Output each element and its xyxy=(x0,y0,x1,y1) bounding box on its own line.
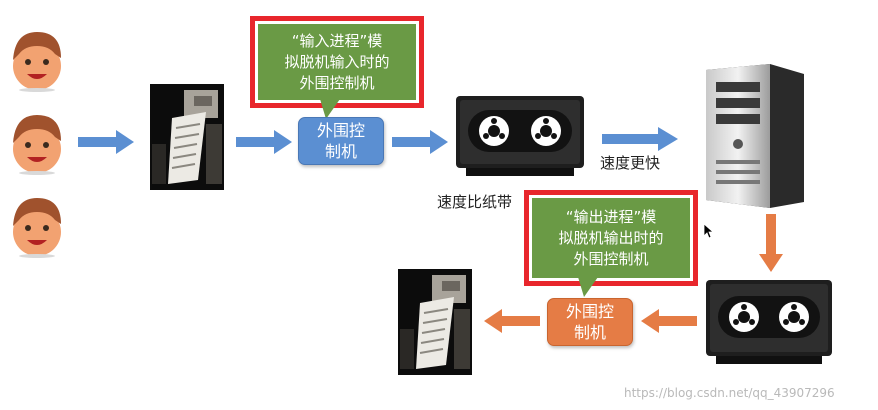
arrow-left-icon xyxy=(484,309,540,333)
arrow-right-icon xyxy=(236,130,292,154)
user-face-icon xyxy=(9,190,65,258)
faster-label: 速度更快 xyxy=(600,154,661,172)
arrow-down-icon xyxy=(759,214,783,272)
callout-line: 外围控制机 xyxy=(573,249,649,268)
controller-label: 外围控制机 xyxy=(316,121,365,161)
input-peripheral-controller: 外围控制机 xyxy=(298,117,384,165)
mouse-cursor-icon xyxy=(704,224,714,238)
speed-comparison-label: 速度比纸带 xyxy=(437,193,513,211)
output-process-callout: “输出进程”模 拟脱机输出时的 外围控制机 xyxy=(524,190,698,286)
arrow-right-icon xyxy=(392,130,448,154)
watermark-text: https://blog.csdn.net/qq_43907296 xyxy=(624,386,835,400)
arrow-right-icon xyxy=(602,127,678,151)
callout-line: “输入进程”模 xyxy=(291,31,383,50)
callout-line: “输出进程”模 xyxy=(565,207,657,226)
computer-tower-icon xyxy=(700,60,810,210)
callout-pointer xyxy=(320,99,346,119)
arrow-right-icon xyxy=(78,130,134,154)
controller-label: 外围控制机 xyxy=(565,302,614,342)
input-process-callout: “输入进程”模 拟脱机输入时的 外围控制机 xyxy=(250,16,424,108)
paper-tape-machine-image xyxy=(150,84,224,190)
magnetic-tape-drive-icon xyxy=(456,96,584,178)
paper-tape-machine-image xyxy=(398,269,472,375)
callout-line: 拟脱机输入时的 xyxy=(284,52,390,71)
output-peripheral-controller: 外围控制机 xyxy=(547,298,633,346)
arrow-left-icon xyxy=(641,309,697,333)
user-face-icon xyxy=(9,107,65,175)
magnetic-tape-drive-icon xyxy=(706,280,832,366)
callout-pointer xyxy=(578,277,604,297)
user-face-icon xyxy=(9,24,65,92)
callout-line: 拟脱机输出时的 xyxy=(558,228,664,247)
callout-line: 外围控制机 xyxy=(299,73,375,92)
